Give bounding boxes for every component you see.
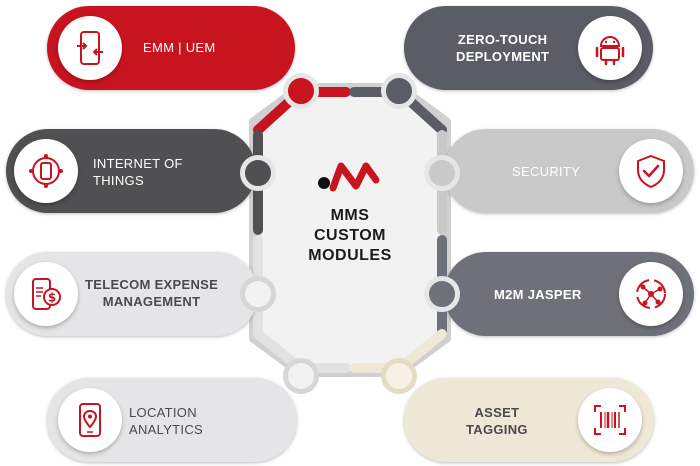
module-security-label: SECURITY bbox=[512, 164, 581, 179]
phone-location-icon bbox=[58, 388, 122, 452]
connector-knob-iot bbox=[240, 155, 276, 191]
connector-knob-asset bbox=[381, 358, 417, 394]
phone-sync-icon bbox=[58, 16, 122, 80]
module-telecom-label: TELECOM EXPENSE MANAGEMENT bbox=[85, 277, 219, 309]
phone-dollar-icon: $ bbox=[14, 262, 78, 326]
connector-knob-m2m bbox=[424, 276, 460, 312]
mms-logo bbox=[318, 162, 380, 192]
connector-knob-location bbox=[283, 358, 319, 394]
barcode-icon bbox=[578, 388, 642, 452]
shield-check-icon bbox=[619, 139, 683, 203]
module-m2m-label: M2M JASPER bbox=[494, 287, 582, 302]
hub-title: MMS CUSTOM MODULES bbox=[308, 207, 392, 264]
network-node-icon bbox=[619, 262, 683, 326]
module-location-label: LOCATION ANALYTICS bbox=[129, 405, 203, 437]
connector-knob-emm bbox=[283, 73, 319, 109]
svg-text:$: $ bbox=[48, 291, 56, 305]
module-asset-label: ASSET TAGGING bbox=[466, 405, 528, 437]
module-iot-label: INTERNET OF THINGS bbox=[93, 156, 183, 188]
connector-knob-zero-touch bbox=[381, 73, 417, 109]
module-zero-touch-label: ZERO-TOUCH DEPLOYMENT bbox=[456, 32, 550, 64]
iot-device-icon bbox=[14, 139, 78, 203]
module-emm-uem-label: EMM | UEM bbox=[143, 40, 216, 55]
connector-knob-telecom bbox=[240, 276, 276, 312]
connector-knob-security bbox=[424, 155, 460, 191]
android-icon bbox=[578, 16, 642, 80]
